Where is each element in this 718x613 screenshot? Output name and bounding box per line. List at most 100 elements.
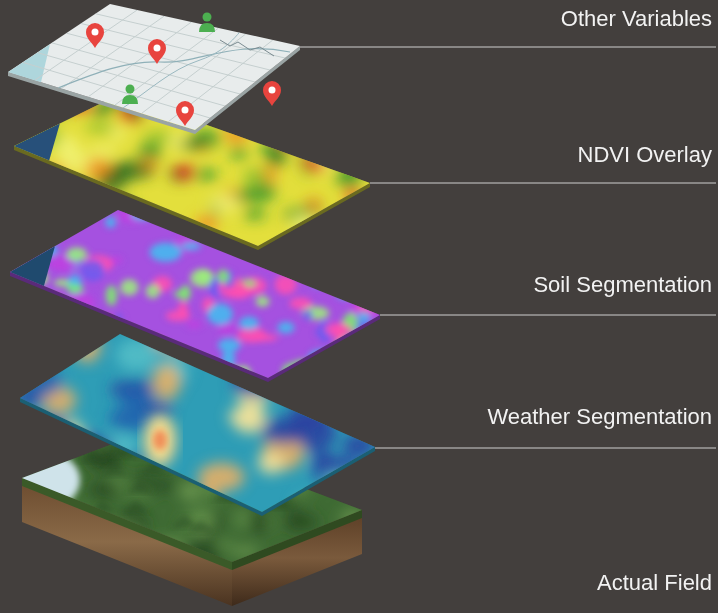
layer-texture (8, 10, 290, 122)
map-layer (8, 4, 300, 134)
texture-blob (319, 268, 340, 275)
texture-blob (34, 416, 68, 438)
ridge (100, 463, 128, 476)
texture-blob (113, 200, 129, 214)
river-line (40, 49, 290, 95)
texture-blob (310, 231, 332, 249)
texture-blob (113, 524, 139, 543)
texture-blob (106, 285, 118, 306)
texture-blob (301, 92, 315, 111)
texture-blob (110, 127, 126, 141)
texture-blob (228, 408, 264, 425)
texture-blob (26, 189, 51, 206)
texture-blob (6, 331, 36, 346)
texture-blob (17, 334, 30, 349)
texture-blob (146, 284, 160, 298)
texture-blob (25, 357, 53, 369)
texture-blob (34, 292, 58, 308)
texture-blob (7, 201, 26, 219)
texture-blob (69, 101, 91, 113)
texture-blob (354, 217, 372, 237)
texture-blob (317, 132, 334, 151)
texture-blob (105, 216, 116, 228)
weather-layer (14, 323, 381, 528)
texture-blob (282, 362, 310, 379)
person-icon (203, 13, 212, 22)
texture-blob (117, 197, 130, 212)
texture-blob (195, 169, 218, 180)
texture-blob (308, 350, 334, 365)
texture-blob (166, 310, 191, 321)
texture-blob (279, 99, 305, 110)
texture-blob (343, 138, 363, 156)
layer-label: Actual Field (597, 570, 712, 596)
texture-blob (235, 508, 250, 530)
texture-blob (347, 230, 369, 240)
texture-blob (343, 434, 376, 458)
texture-blob (350, 331, 372, 339)
texture-blob (15, 203, 45, 212)
texture-blob (112, 314, 124, 332)
texture-blob (15, 295, 38, 306)
texture-blob (302, 234, 316, 246)
texture-blob (11, 309, 21, 326)
texture-blob (318, 124, 343, 136)
texture-blob (239, 317, 259, 330)
texture-blob (354, 362, 384, 376)
texture-blob (342, 163, 361, 173)
texture-blob (283, 108, 309, 123)
texture-blob (72, 511, 106, 526)
texture-blob (59, 151, 91, 172)
texture-blob (289, 249, 305, 258)
texture-blob (105, 368, 120, 376)
layer-texture (0, 202, 383, 387)
texture-blob (83, 470, 112, 504)
texture-blob (329, 481, 357, 512)
texture-blob (180, 547, 197, 564)
texture-blob (53, 209, 81, 219)
texture-blob (286, 510, 305, 532)
texture-blob (357, 340, 376, 350)
texture-blob (345, 188, 359, 200)
texture-blob (107, 204, 134, 224)
texture-blob (116, 339, 158, 372)
texture-blob (74, 328, 101, 363)
texture-blob (47, 294, 61, 308)
pin-dot (269, 87, 276, 94)
texture-blob (216, 366, 242, 377)
texture-blob (217, 269, 229, 282)
texture-blob (0, 293, 28, 313)
layer-face (20, 334, 375, 512)
texture-blob (118, 384, 150, 406)
texture-blob (92, 230, 121, 239)
texture-blob (83, 329, 93, 336)
texture-blob (93, 333, 104, 351)
texture-blob (25, 237, 56, 247)
texture-blob (94, 218, 124, 238)
texture-blob (340, 340, 381, 372)
texture-blob (325, 323, 351, 336)
location-pin (176, 101, 194, 126)
texture-blob (304, 116, 318, 128)
location-pin (263, 81, 281, 106)
texture-blob (243, 209, 266, 219)
texture-blob (341, 509, 364, 529)
texture-blob (150, 362, 169, 377)
texture-blob (347, 524, 370, 544)
ridge (122, 500, 150, 513)
texture-blob (237, 328, 266, 343)
texture-blob (93, 339, 110, 358)
texture-blob (192, 549, 221, 566)
texture-blob (140, 166, 154, 176)
pin-dot (154, 45, 161, 52)
texture-blob (263, 249, 289, 270)
texture-blob (56, 343, 67, 363)
texture-blob (95, 368, 126, 386)
texture-blob (311, 390, 346, 407)
texture-blob (32, 295, 48, 317)
warm-spot (144, 414, 176, 466)
texture-blob (150, 243, 182, 262)
texture-blob (61, 464, 84, 493)
texture-blob (334, 340, 359, 352)
